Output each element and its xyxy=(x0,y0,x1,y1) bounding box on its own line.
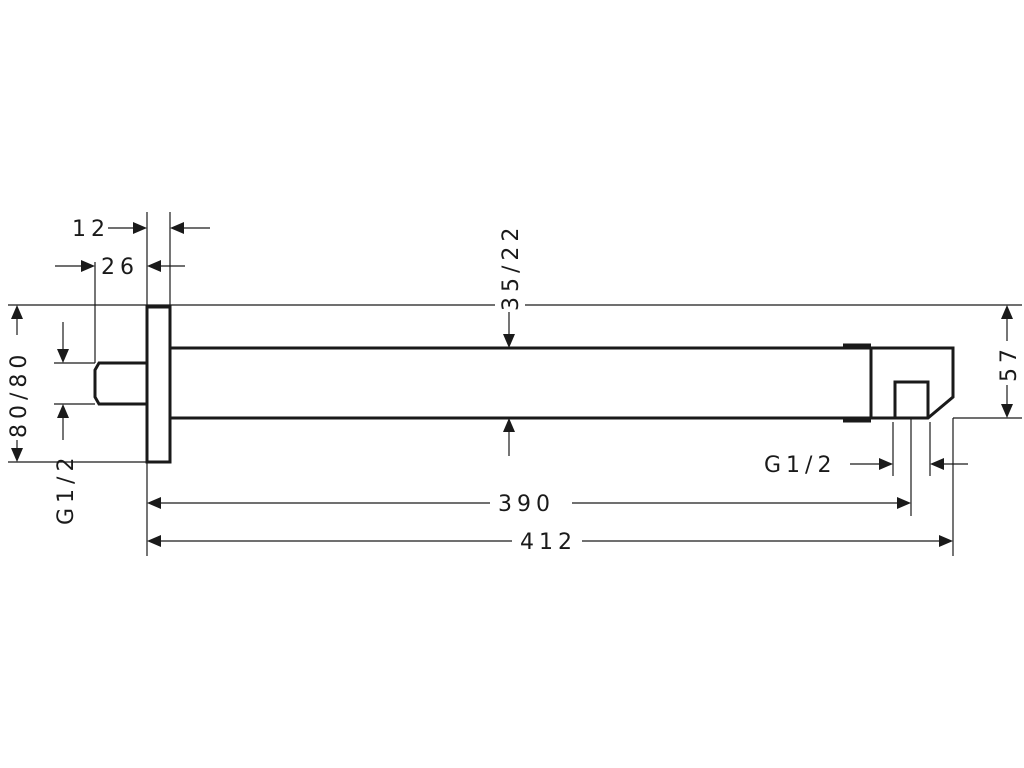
inlet-nipple xyxy=(93,361,147,406)
dimension-total-length: 412 xyxy=(147,530,953,555)
dimension-arm-section: 35/22 xyxy=(495,212,525,456)
shower-arm-outline xyxy=(93,305,955,464)
dimension-flange-size: 80/80 xyxy=(7,305,32,462)
dimension-text-flange-thickness: 12 xyxy=(72,217,110,242)
dimension-text-inlet-thread: G1/2 xyxy=(54,453,79,525)
dimension-outlet-distance: 390 xyxy=(147,492,911,517)
dimension-outlet-thread: G1/2 xyxy=(764,453,968,478)
arm-body xyxy=(170,346,955,420)
dimension-text-total-length: 412 xyxy=(520,530,577,555)
dimension-inlet-length: 26 xyxy=(55,255,185,280)
dimension-arm-height: 57 xyxy=(997,305,1022,418)
dimension-text-flange-size: 80/80 xyxy=(7,350,32,438)
dimension-text-outlet-thread: G1/2 xyxy=(764,453,836,478)
dimension-text-outlet-distance: 390 xyxy=(498,492,555,517)
outlet-insert xyxy=(893,380,930,418)
dimension-flange-thickness: 12 xyxy=(72,217,210,242)
dimension-text-inlet-length: 26 xyxy=(101,255,139,280)
extension-lines xyxy=(8,212,1022,556)
dimension-text-arm-section: 35/22 xyxy=(499,223,524,311)
wall-flange xyxy=(145,305,172,464)
dimension-inlet-thread: G1/2 xyxy=(54,322,79,525)
dimension-text-arm-height: 57 xyxy=(997,344,1022,382)
